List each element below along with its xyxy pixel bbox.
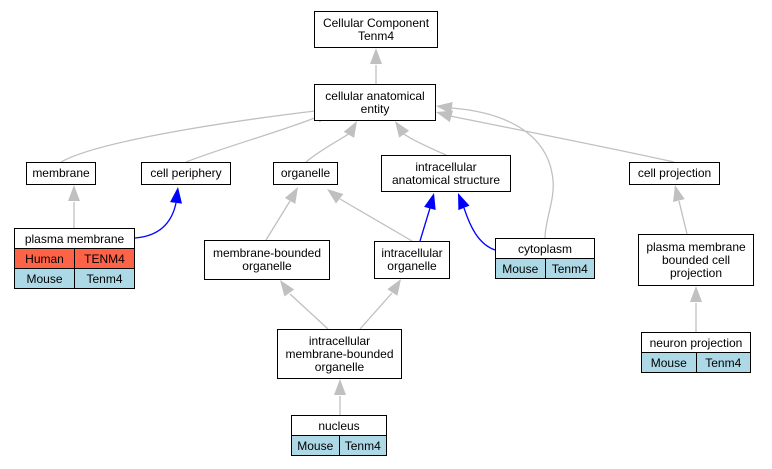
node-intracellular-anatomical-structure[interactable]: intracellular anatomical structure — [381, 155, 511, 192]
edge-imbo-to-mbo — [289, 293, 329, 330]
table-title: neuron projection — [642, 333, 750, 353]
gene-cell: Tenm4 — [544, 259, 595, 278]
gene-cell: Tenm4 — [695, 353, 751, 372]
node-cellular-anatomical-entity[interactable]: cellular anatomical entity — [314, 84, 436, 121]
edge-cell-projection-to-cae-arrowhead — [436, 110, 454, 123]
node-neuron-projection[interactable]: neuron projection Mouse Tenm4 — [641, 332, 751, 373]
gene-cell: Tenm4 — [74, 269, 134, 288]
edge-io-to-ias-arrowhead — [424, 193, 436, 211]
table-row: Mouse Tenm4 — [642, 353, 750, 373]
node-membrane[interactable]: membrane — [26, 162, 96, 185]
edge-cytoplasm-to-cae-arrowhead — [436, 102, 453, 114]
gene-cell: TENM4 — [74, 249, 134, 268]
edge-cytoplasm-to-cae — [451, 107, 554, 239]
edge-imbo-to-io — [359, 292, 393, 330]
node-organelle[interactable]: organelle — [273, 162, 338, 185]
table-row: Human TENM4 — [15, 249, 134, 269]
edge-cytoplasm-to-ias-arrowhead — [458, 193, 470, 211]
node-plasma-membrane-bounded-cell-projection[interactable]: plasma membrane bounded cell projection — [638, 234, 754, 286]
edge-pmbcp-to-cell-projection-arrowhead — [673, 185, 685, 202]
edge-io-to-organelle — [339, 198, 413, 242]
edge-cytoplasm-to-ias — [463, 207, 496, 251]
gene-cell: Tenm4 — [338, 436, 387, 455]
species-cell: Mouse — [297, 438, 334, 453]
node-intracellular-organelle[interactable]: intracellular organelle — [374, 241, 450, 279]
edge-plasma-membrane-to-cell-periphery — [134, 202, 177, 239]
edge-io-to-ias — [419, 207, 431, 242]
edge-ias-to-cae-arrowhead — [395, 121, 410, 138]
species-cell: Mouse — [26, 271, 63, 286]
edge-cae-to-root-arrowhead — [370, 48, 382, 64]
species-cell: Mouse — [502, 261, 539, 276]
edge-nucleus-to-imbo-arrowhead — [334, 379, 346, 395]
edge-membrane-to-cae — [60, 110, 316, 163]
node-cell-projection[interactable]: cell projection — [629, 162, 720, 185]
species-cell: Mouse — [650, 355, 687, 370]
edge-imbo-to-mbo-arrowhead — [280, 280, 295, 297]
species-cell: Human — [25, 251, 64, 266]
table-row: Mouse Tenm4 — [496, 259, 594, 279]
edge-cell-projection-to-cae — [449, 115, 675, 163]
node-cellular-component-tenm4[interactable]: Cellular Component Tenm4 — [314, 11, 438, 48]
edge-organelle-to-cae-arrowhead — [343, 121, 357, 138]
edge-plasma-membrane-to-cell-periphery-arrowhead — [170, 187, 182, 204]
edge-imbo-to-io-arrowhead — [387, 279, 401, 296]
edge-neuron-projection-to-pmbcp-arrowhead — [690, 286, 702, 302]
table-title: cytoplasm — [496, 239, 594, 259]
node-plasma-membrane[interactable]: plasma membrane Human TENM4 Mouse Tenm4 — [14, 228, 135, 289]
edge-pmbcp-to-cell-projection — [678, 200, 688, 235]
edge-plasma-membrane-to-membrane-arrowhead — [68, 185, 80, 201]
node-cytoplasm[interactable]: cytoplasm Mouse Tenm4 — [495, 238, 595, 279]
edge-mbo-to-organelle-arrowhead — [284, 187, 298, 204]
node-cell-periphery[interactable]: cell periphery — [141, 162, 231, 185]
node-membrane-bounded-organelle[interactable]: membrane-bounded organelle — [204, 240, 330, 280]
table-title: nucleus — [292, 416, 386, 436]
edge-mbo-to-organelle — [265, 200, 291, 241]
node-nucleus[interactable]: nucleus Mouse Tenm4 — [291, 415, 387, 456]
edge-io-to-organelle-arrowhead — [327, 189, 344, 204]
edge-organelle-to-cae — [305, 132, 351, 163]
table-row: Mouse Tenm4 — [292, 436, 386, 456]
edge-cell-periphery-to-cae — [185, 116, 318, 163]
table-row: Mouse Tenm4 — [15, 269, 134, 289]
edge-ias-to-cae — [403, 133, 447, 156]
node-intracellular-membrane-bounded-organelle[interactable]: intracellular membrane-bounded organelle — [277, 329, 402, 379]
table-title: plasma membrane — [15, 229, 134, 249]
